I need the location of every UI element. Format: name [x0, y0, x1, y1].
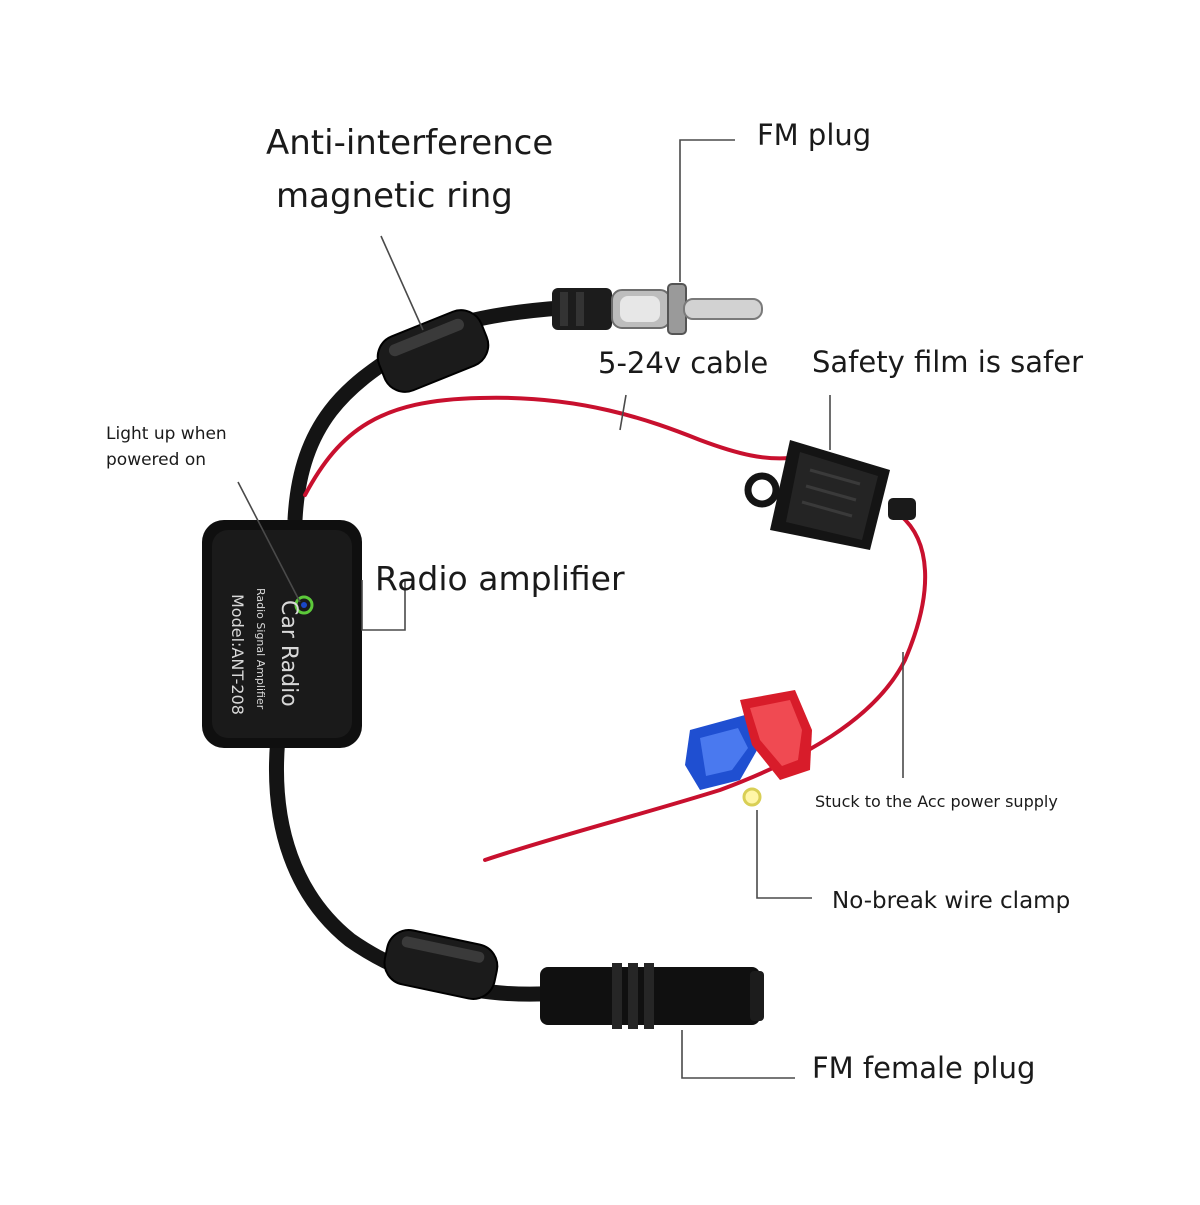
label-acc-supply: Stuck to the Acc power supply: [815, 792, 1058, 811]
device-subtitle: Radio Signal Amplifier: [254, 588, 267, 710]
power-wire: [303, 395, 928, 862]
label-radio-amplifier: Radio amplifier: [375, 559, 625, 598]
label-light-up-line1: Light up when: [106, 424, 227, 444]
amplifier-box: Car Radio Radio Signal Amplifier Model:A…: [202, 520, 362, 748]
label-wire-clamp: No-break wire clamp: [832, 888, 1071, 914]
label-cable: 5-24v cable: [598, 346, 769, 380]
magnetic-ring-top: [376, 309, 490, 393]
device-model: Model:ANT-208: [228, 594, 247, 715]
fm-female-plug: [540, 963, 764, 1029]
fuse-holder: [744, 440, 916, 550]
device-title: Car Radio: [276, 600, 301, 707]
label-anti-interference-line2: magnetic ring: [276, 176, 513, 216]
wire-clamps: [685, 690, 812, 807]
clamp-marker: [742, 787, 762, 807]
fm-plug: [552, 283, 763, 335]
label-fm-female-plug: FM female plug: [812, 1051, 1036, 1085]
power-led: [294, 595, 314, 615]
label-light-up-line2: powered on: [106, 450, 206, 470]
label-fm-plug: FM plug: [757, 118, 872, 152]
magnetic-ring-bottom: [383, 929, 499, 1000]
label-safety-film: Safety film is safer: [812, 345, 1084, 379]
label-anti-interference-line1: Anti-interference: [266, 123, 554, 163]
callout-lines: [237, 139, 904, 1079]
